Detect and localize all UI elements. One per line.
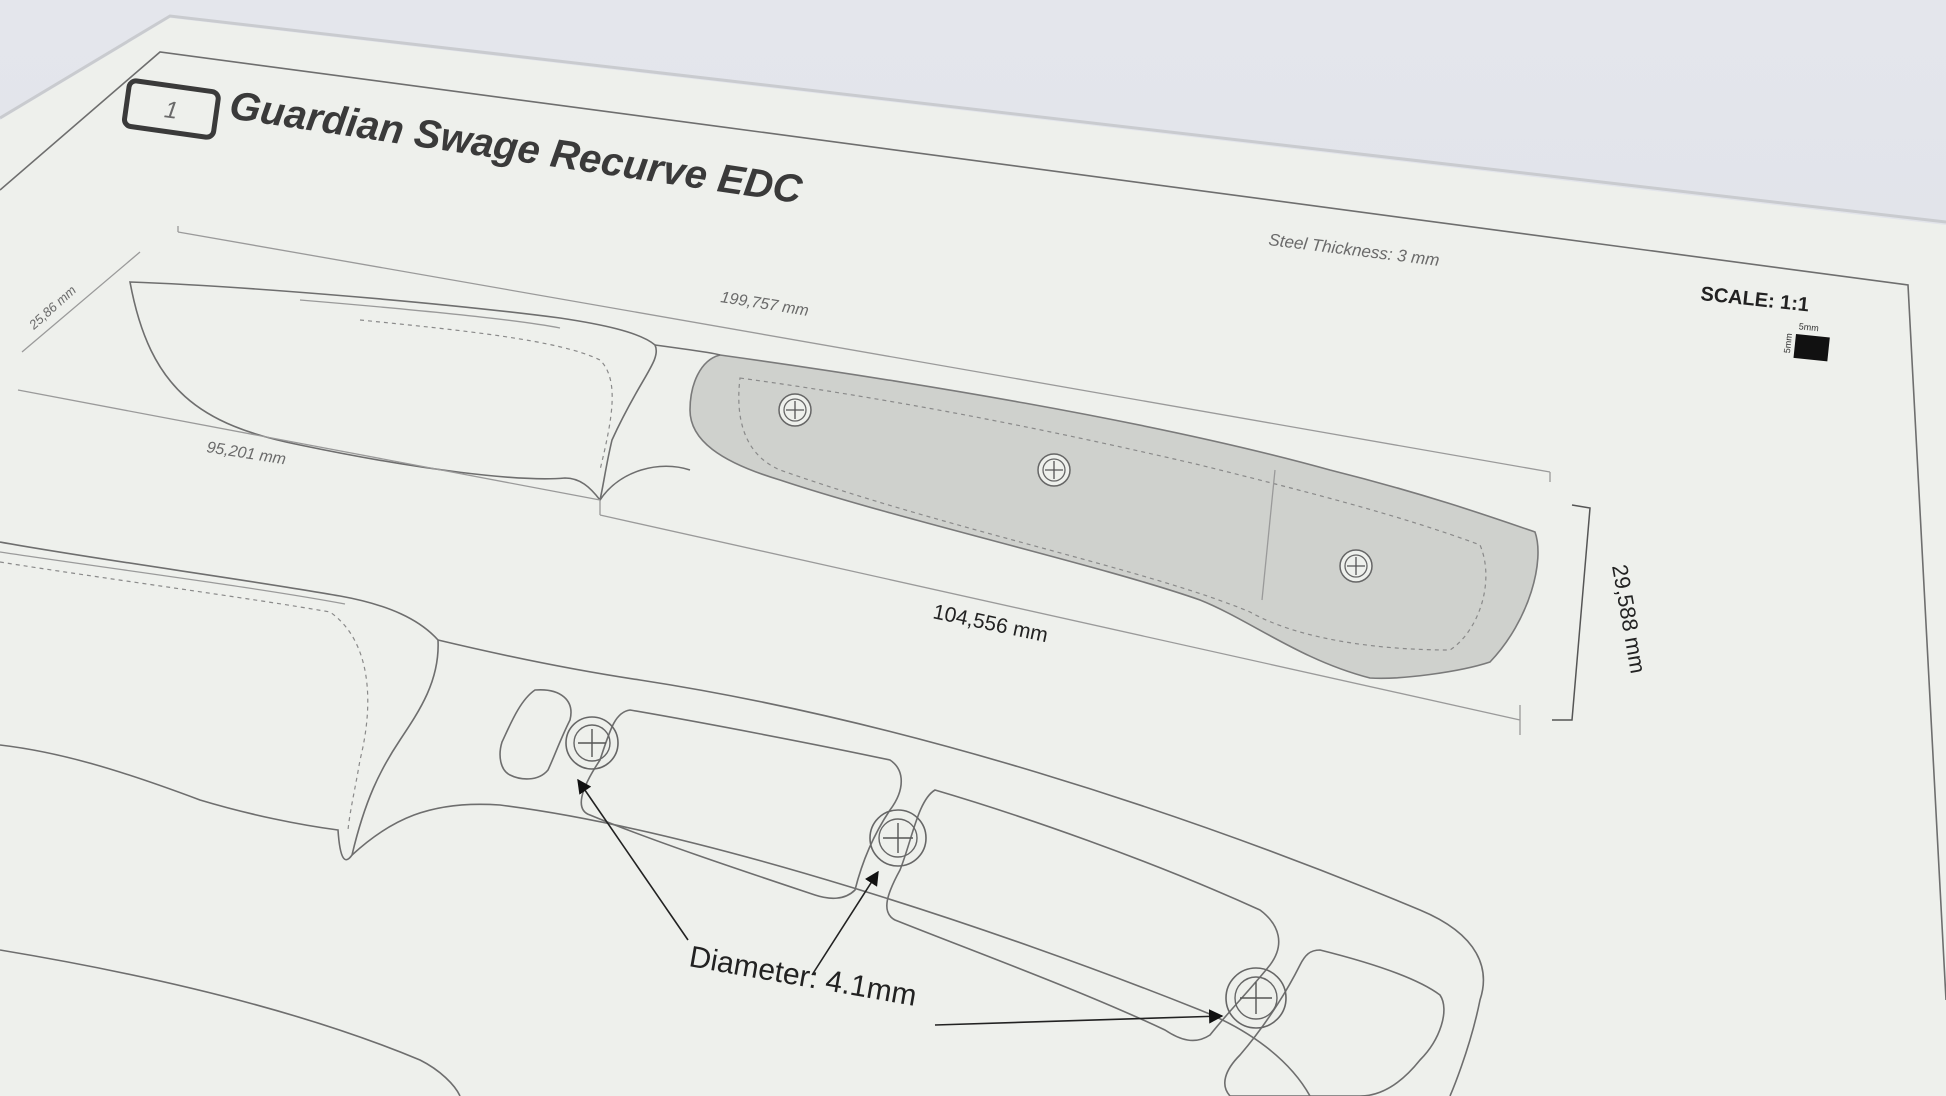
handle-scale xyxy=(689,354,1539,680)
handle-height-dimline xyxy=(1552,504,1591,721)
handle-divider xyxy=(1261,469,1276,601)
blade-swage-line xyxy=(299,299,561,329)
arrow-to-hole-2 xyxy=(811,870,879,976)
scale-box-top-label: 5mm xyxy=(1798,321,1819,333)
arrow-to-hole-3 xyxy=(934,1009,1224,1026)
tang-transition xyxy=(599,344,721,501)
overall-length-dimline xyxy=(177,226,1551,482)
page-border xyxy=(0,51,1946,1001)
paper-sheet xyxy=(0,18,1946,1096)
lower-blade-grind xyxy=(0,561,369,831)
tang-pin-hole xyxy=(1225,967,1287,1029)
sheet-number-badge: 1 xyxy=(122,78,221,140)
lower-blade-edge xyxy=(0,551,346,605)
paper-edge-shadow xyxy=(0,14,1946,224)
blade-length-dimline xyxy=(17,389,601,515)
pin-hole xyxy=(1339,549,1373,583)
tang-cutout xyxy=(886,789,1280,1042)
pin-hole xyxy=(1037,453,1071,487)
blade-grind-line xyxy=(359,319,613,471)
tang-pin-hole xyxy=(565,716,619,770)
lower-blade-outline xyxy=(0,541,439,861)
tang-outline xyxy=(351,639,1485,1096)
dimension-lines xyxy=(17,226,1591,735)
blade-outline xyxy=(129,281,658,502)
handle-length-dimline xyxy=(599,514,1521,735)
pin-hole xyxy=(778,393,812,427)
tang-cutout xyxy=(499,689,572,780)
scale-reference-box: 5mm 5mm xyxy=(1782,321,1830,362)
scale-box-side-label: 5mm xyxy=(1782,333,1794,354)
sheet-number: 1 xyxy=(163,96,180,125)
arrow-to-hole-1 xyxy=(577,778,689,941)
handle-liner-outline xyxy=(738,377,1487,651)
knife-profile-bottom xyxy=(0,541,1485,1096)
lower-tang-curve xyxy=(0,949,461,1096)
blade-height-dimline xyxy=(21,251,141,353)
knife-profile-top xyxy=(129,281,1539,680)
tang-pin-hole xyxy=(869,809,927,867)
